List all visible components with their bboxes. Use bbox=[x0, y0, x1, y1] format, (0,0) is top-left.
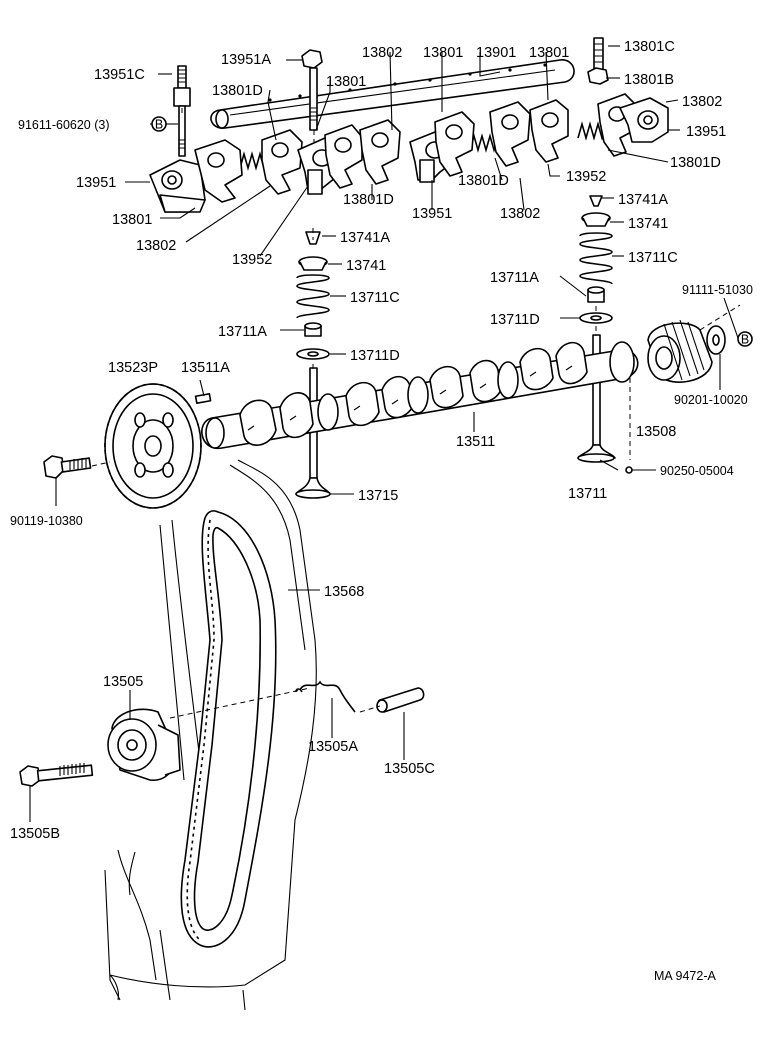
label-13741A-left: 13741A bbox=[340, 230, 390, 246]
guide-line-pulley-bolt bbox=[91, 461, 111, 467]
label-13951A: 13951A bbox=[221, 52, 271, 68]
part-labels: 13951A 13802 13801 13901 13801 13801C 13… bbox=[10, 39, 753, 842]
label-13568: 13568 bbox=[324, 584, 364, 600]
label-13741-right: 13741 bbox=[628, 216, 668, 232]
adjusting-screw-13801C bbox=[587, 37, 609, 85]
rocker-arm-5 bbox=[434, 111, 475, 177]
rocker-arm-3 bbox=[324, 124, 363, 189]
timing-belt-13568 bbox=[180, 510, 277, 948]
rocker-shaft bbox=[210, 59, 575, 129]
label-13715: 13715 bbox=[358, 488, 398, 504]
spring-seat-13711D-left bbox=[296, 348, 330, 360]
bolt-91111-51030 bbox=[699, 304, 741, 331]
spring-seat-13711D-right bbox=[579, 312, 613, 324]
label-13711: 13711 bbox=[568, 486, 607, 502]
rocker-arm-assembly bbox=[149, 93, 669, 213]
label-13741A-right: 13741A bbox=[618, 192, 668, 208]
label-91111-51030: 91111-51030 bbox=[682, 283, 753, 297]
label-13505: 13505 bbox=[103, 674, 143, 690]
spring-retainer-13741-left bbox=[298, 256, 328, 271]
rocker-arm-7 bbox=[529, 99, 569, 163]
label-13511A: 13511A bbox=[181, 360, 230, 376]
valve-keeper-13741A-right bbox=[589, 195, 603, 207]
label-13801D-a: 13801D bbox=[212, 83, 263, 99]
camshaft-pulley-13523P bbox=[104, 383, 202, 509]
tension-spring-13505A bbox=[295, 680, 356, 713]
label-13802-right: 13802 bbox=[682, 94, 722, 110]
rocker-support-right bbox=[619, 97, 669, 143]
label-13802-low: 13802 bbox=[136, 238, 176, 254]
label-90201-10020: 90201-10020 bbox=[674, 393, 748, 407]
label-13951C: 13951C bbox=[94, 67, 145, 83]
label-13802-top: 13802 bbox=[362, 45, 402, 61]
drive-gear-13508 bbox=[647, 319, 713, 383]
reference-marker-right: B bbox=[737, 331, 753, 347]
label-13801-low: 13801 bbox=[112, 212, 152, 228]
rocker-arm-4 bbox=[359, 119, 401, 185]
bolt-13951A bbox=[301, 49, 323, 131]
marker-b-right: B bbox=[741, 333, 749, 347]
label-90250-05004: 90250-05004 bbox=[660, 464, 734, 478]
label-13802-mid: 13802 bbox=[500, 206, 540, 222]
valve-spring-13711C-left bbox=[296, 274, 330, 319]
label-13901: 13901 bbox=[476, 45, 516, 61]
label-13505B: 13505B bbox=[10, 826, 60, 842]
label-13711C-right: 13711C bbox=[628, 250, 678, 266]
label-13741-left: 13741 bbox=[346, 258, 386, 274]
key-13511A bbox=[194, 393, 212, 404]
label-13505C: 13505C bbox=[384, 761, 435, 777]
label-13505A: 13505A bbox=[308, 739, 358, 755]
label-13711D-right: 13711D bbox=[490, 312, 540, 328]
engine-block-outline bbox=[104, 459, 317, 1011]
small-washer-90250 bbox=[625, 466, 633, 474]
diagram-code: MA 9472-A bbox=[654, 969, 717, 983]
rocker-support-left bbox=[149, 159, 206, 213]
label-13711D-left: 13711D bbox=[350, 348, 400, 364]
camshaft-13511 bbox=[201, 341, 639, 449]
label-13801C: 13801C bbox=[624, 39, 675, 55]
rocker-arm-6 bbox=[489, 101, 531, 167]
label-13511: 13511 bbox=[456, 434, 495, 450]
washer-90201-10020 bbox=[706, 325, 726, 355]
label-13952-left: 13952 bbox=[232, 252, 272, 268]
reference-marker-left: B bbox=[151, 116, 167, 132]
spring-retainer-13741-right bbox=[581, 212, 611, 227]
valve-seal-13711A-left bbox=[304, 322, 322, 337]
valve-spring-13711C-right bbox=[579, 232, 613, 285]
label-13951-left: 13951 bbox=[76, 175, 116, 191]
label-91611-60620: 91611-60620 (3) bbox=[18, 118, 110, 132]
label-13801-top-a: 13801 bbox=[423, 45, 463, 61]
label-13801D-mid: 13801D bbox=[343, 192, 394, 208]
guide-lines bbox=[169, 108, 631, 719]
bolt-13951C bbox=[173, 65, 191, 157]
label-13801-top-b: 13801 bbox=[529, 45, 569, 61]
label-90119-10380: 90119-10380 bbox=[10, 514, 83, 528]
label-13711A-right: 13711A bbox=[490, 270, 539, 286]
label-13951-mid: 13951 bbox=[412, 206, 452, 222]
valve-seal-13711A-right bbox=[587, 286, 605, 303]
pin-13505C bbox=[376, 687, 425, 713]
label-13801-left: 13801 bbox=[326, 74, 366, 90]
rocker-arm-1 bbox=[194, 139, 243, 203]
label-13711A-left: 13711A bbox=[218, 324, 267, 340]
label-13801D-right: 13801D bbox=[670, 155, 721, 171]
tensioner-13505 bbox=[107, 708, 181, 781]
label-13711C-left: 13711C bbox=[350, 290, 400, 306]
valve-13711 bbox=[577, 334, 616, 463]
label-13951-right: 13951 bbox=[686, 124, 726, 140]
label-13508: 13508 bbox=[636, 424, 676, 440]
label-13801B: 13801B bbox=[624, 72, 674, 88]
leader-lines bbox=[29, 45, 739, 822]
label-13523P: 13523P bbox=[108, 360, 158, 376]
marker-b-left: B bbox=[155, 118, 163, 132]
label-13801D-c: 13801D bbox=[458, 173, 509, 189]
rocker-arm-2 bbox=[261, 129, 303, 195]
bolt-90119-10380 bbox=[43, 455, 92, 479]
bolt-13505B bbox=[19, 763, 94, 787]
label-13952-right: 13952 bbox=[566, 169, 606, 185]
